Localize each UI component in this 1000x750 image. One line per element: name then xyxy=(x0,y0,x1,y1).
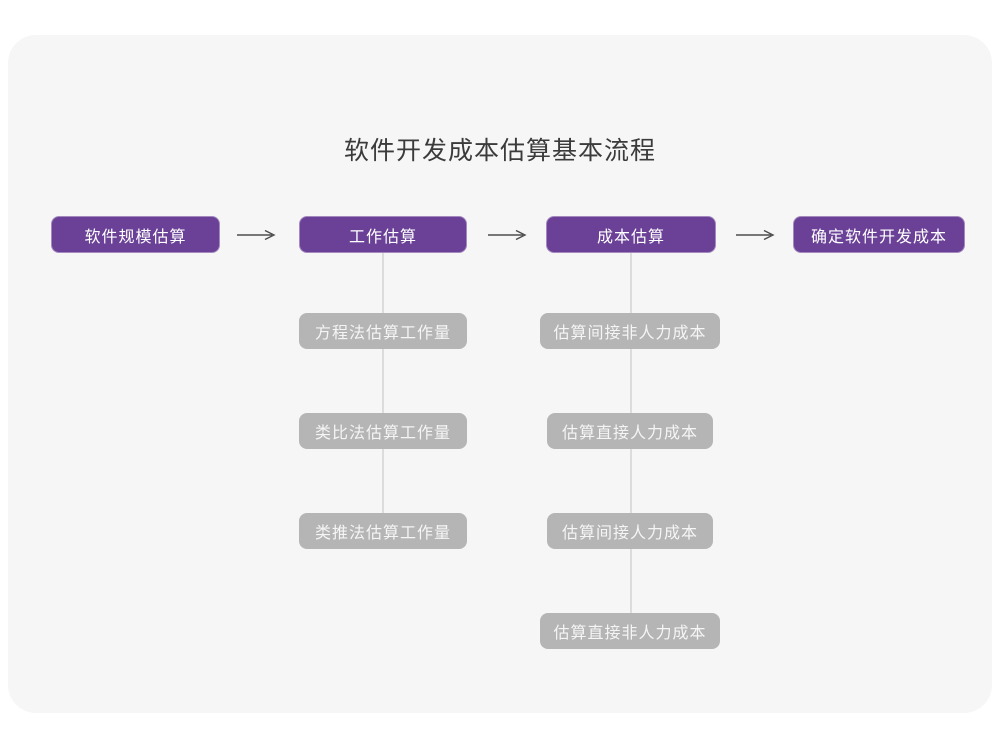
flow-subnode-equation-method: 方程法估算工作量 xyxy=(299,313,467,349)
flow-node-cost-estimation: 成本估算 xyxy=(546,216,716,253)
flow-subnode-direct-nonlabor-cost: 估算直接非人力成本 xyxy=(540,613,720,649)
connector-line-work-column xyxy=(382,253,384,532)
arrow-right-icon xyxy=(487,228,527,242)
flow-subnode-indirect-labor-cost: 估算间接人力成本 xyxy=(547,513,713,549)
flow-subnode-indirect-nonlabor-cost: 估算间接非人力成本 xyxy=(540,313,720,349)
arrow-right-icon xyxy=(236,228,276,242)
diagram-card: 软件开发成本估算基本流程 软件规模估算 工作估算 成本估算 确定软件开发成本 xyxy=(8,35,992,713)
flow-subnode-extrapolation-method: 类推法估算工作量 xyxy=(299,513,467,549)
page-title: 软件开发成本估算基本流程 xyxy=(343,137,656,165)
flow-node-determine-dev-cost: 确定软件开发成本 xyxy=(793,216,965,253)
flow-subnode-direct-labor-cost: 估算直接人力成本 xyxy=(547,413,713,449)
arrow-right-icon xyxy=(735,228,775,242)
flow-node-software-scale-estimation: 软件规模估算 xyxy=(51,216,220,253)
flow-node-work-estimation: 工作估算 xyxy=(299,216,467,253)
flow-subnode-analogy-method: 类比法估算工作量 xyxy=(299,413,467,449)
